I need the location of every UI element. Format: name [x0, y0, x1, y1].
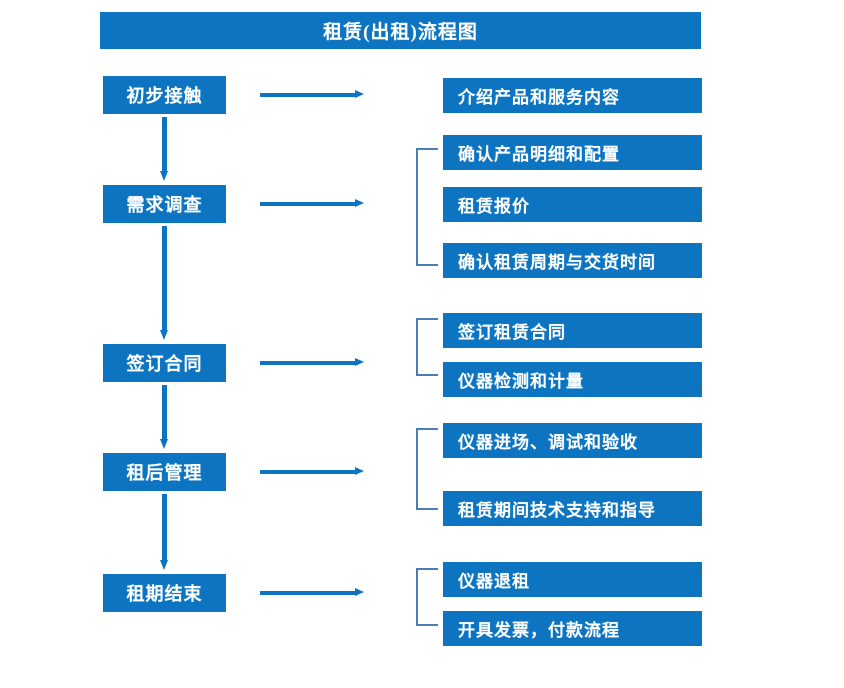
detail-box-仪器进场调试和验收[interactable]: 仪器进场、调试和验收 — [443, 423, 702, 458]
arrow-head — [160, 560, 168, 570]
arrow-head — [355, 358, 364, 366]
horizontal-arrow-icon-5 — [260, 588, 364, 597]
horizontal-arrow-icon-4 — [260, 467, 364, 476]
detail-box-仪器退租[interactable]: 仪器退租 — [443, 562, 702, 597]
arrow-head — [355, 588, 364, 596]
group-bracket-签订合同 — [416, 318, 438, 376]
arrow-shaft — [162, 385, 167, 440]
group-bracket-租后管理 — [416, 428, 438, 510]
arrow-shaft — [260, 202, 356, 206]
detail-box-租赁期间技术支持和指导[interactable]: 租赁期间技术支持和指导 — [443, 491, 702, 526]
detail-box-仪器检测和计量[interactable]: 仪器检测和计量 — [443, 362, 702, 397]
detail-box-租赁报价[interactable]: 租赁报价 — [443, 187, 702, 222]
detail-box-签订租赁合同[interactable]: 签订租赁合同 — [443, 313, 702, 348]
vertical-arrow-icon-3 — [160, 385, 169, 449]
arrow-head — [160, 171, 168, 181]
vertical-arrow-icon-1 — [160, 117, 169, 181]
arrow-shaft — [162, 117, 167, 172]
stage-box-租后管理[interactable]: 租后管理 — [103, 453, 226, 491]
horizontal-arrow-icon-2 — [260, 199, 364, 208]
arrow-head — [355, 199, 364, 207]
stage-box-签订合同[interactable]: 签订合同 — [103, 344, 226, 382]
arrow-shaft — [162, 226, 167, 331]
stage-box-租期结束[interactable]: 租期结束 — [103, 574, 226, 612]
arrow-shaft — [260, 470, 356, 474]
detail-box-确认产品明细和配置[interactable]: 确认产品明细和配置 — [443, 135, 702, 170]
diagram-title: 租赁(出租)流程图 — [100, 12, 701, 49]
arrow-shaft — [260, 361, 356, 365]
vertical-arrow-icon-2 — [160, 226, 169, 340]
arrow-head — [355, 90, 364, 98]
group-bracket-需求调查 — [416, 148, 438, 266]
vertical-arrow-icon-4 — [160, 494, 169, 570]
detail-box-开具发票付款流程[interactable]: 开具发票，付款流程 — [443, 611, 702, 646]
arrow-head — [355, 467, 364, 475]
detail-box-介绍产品和服务内容[interactable]: 介绍产品和服务内容 — [443, 78, 702, 113]
stage-box-需求调查[interactable]: 需求调查 — [103, 185, 226, 223]
stage-box-初步接触[interactable]: 初步接触 — [103, 76, 226, 114]
arrow-shaft — [162, 494, 167, 561]
horizontal-arrow-icon-3 — [260, 358, 364, 367]
arrow-shaft — [260, 93, 356, 97]
arrow-head — [160, 439, 168, 449]
arrow-shaft — [260, 591, 356, 595]
group-bracket-租期结束 — [416, 568, 438, 626]
detail-box-确认租赁周期与交货时间[interactable]: 确认租赁周期与交货时间 — [443, 243, 702, 278]
arrow-head — [160, 330, 168, 340]
horizontal-arrow-icon-1 — [260, 90, 364, 99]
